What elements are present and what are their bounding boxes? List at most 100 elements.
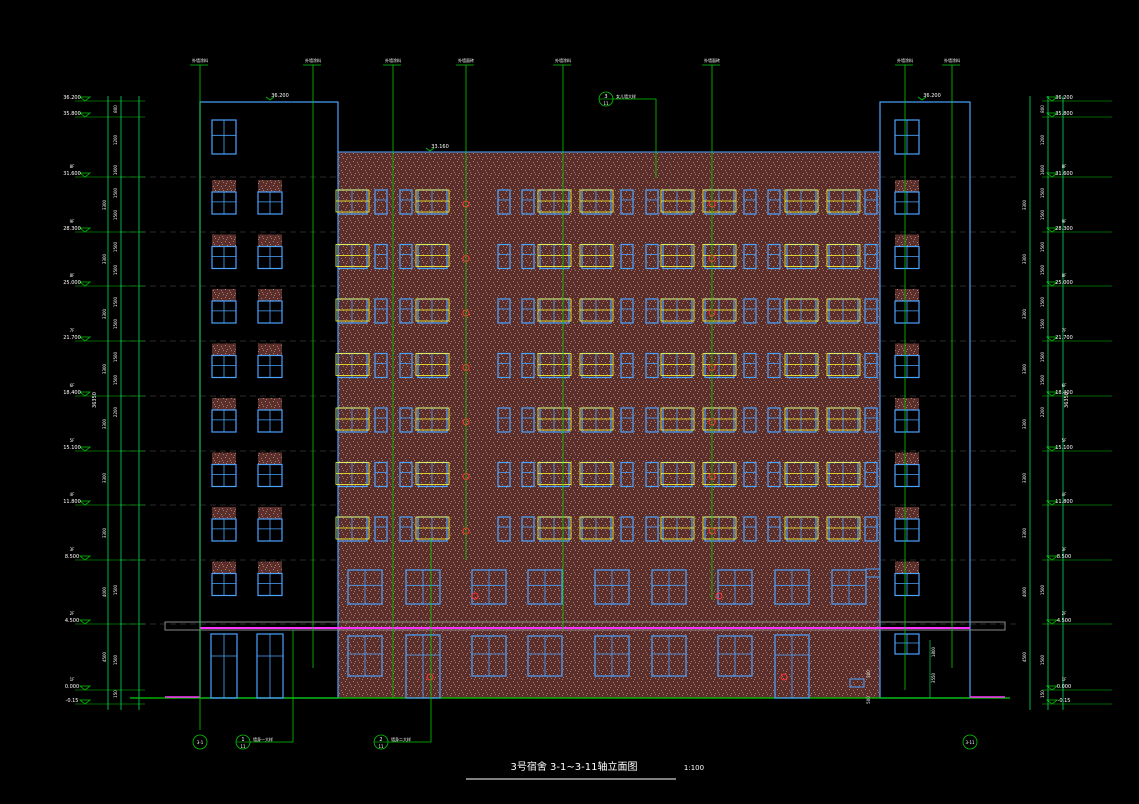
stair-spandrel [258,234,282,247]
left-level-label: 11.800 [63,499,81,505]
stair-spandrel [895,343,919,356]
narrow-window [521,407,535,433]
left-inner-dim: 1500 [113,374,118,385]
left-level-marker [78,281,92,287]
right-floor-label: 5F [1062,438,1068,443]
left-outer-dim: 3300 [102,363,107,374]
material-note: 外墙涂料 [555,57,571,63]
axis-bubble [962,734,978,750]
narrow-window [399,407,413,433]
left-floor-label: 2F [70,611,76,616]
narrow-window [767,352,781,379]
material-note: 外墙面砖 [704,57,720,63]
right-outer-dim: 3300 [1022,199,1027,210]
left-floor-label: 3F [70,547,76,552]
level-marker [425,147,435,152]
narrow-window [620,298,634,324]
right-level-label: 0.000 [1057,684,1071,690]
small-dim: 3550 [931,672,936,683]
left-inner-dim: 1500 [113,296,118,307]
left-level-label: 15.100 [63,445,81,451]
material-note: 外墙涂料 [944,57,960,63]
right-inner-dim: 1500 [1040,209,1045,220]
narrow-window [497,189,511,215]
drawing-title: 3号宿舍 3-1~3-11轴立面图 [511,760,638,773]
narrow-window [864,298,878,324]
narrow-window [864,516,878,542]
narrow-window [767,298,781,324]
stair-spandrel [258,289,282,301]
left-level-marker [78,619,92,625]
left-level-label: 8.500 [65,554,79,560]
left-level-marker [78,227,92,233]
narrow-window [521,461,535,488]
right-level-label: 8.500 [1057,554,1071,560]
left-level-label: 21.700 [63,335,81,341]
narrow-window [521,298,535,324]
ac-unit [849,678,865,688]
detail-callout-sheet: 11 [603,101,609,106]
left-outer-dim: 3300 [102,418,107,429]
narrow-window [864,243,878,270]
narrow-window [645,298,659,324]
stair-spandrel [895,180,919,192]
left-level-label: 4.500 [65,618,79,624]
stair-spandrel [258,398,282,410]
detail-callout-number: 3 [604,94,607,100]
left-inner-dim: 1500 [113,264,118,275]
material-note: 外墙涂料 [385,57,401,63]
right-level-label: 15.100 [1055,445,1073,451]
left-level-marker [78,391,92,397]
right-level-label: 36.200 [1055,95,1073,101]
narrow-window [620,516,634,542]
right-inner-dim: 1200 [1040,134,1045,145]
left-level-label: 18.400 [63,390,81,396]
narrow-window [521,243,535,270]
narrow-window [620,461,634,488]
detail-callout-number: 2 [379,737,382,743]
stair-spandrel [212,507,236,519]
left-floor-label: 6F [70,383,76,388]
narrow-window [374,407,388,433]
right-floor-label: 1F [1062,677,1068,682]
narrow-window [521,516,535,542]
narrow-window [399,189,413,215]
left-inner-dim: 150 [113,690,118,698]
narrow-window [864,189,878,215]
right-level-marker [1045,446,1059,452]
parapet-level-left: 36.200 [271,93,289,99]
stair-spandrel [212,398,236,410]
narrow-window [497,298,511,324]
downpipe-marker [471,592,479,600]
right-level-label: 31.600 [1055,171,1073,177]
right-inner-dim: 1500 [1040,318,1045,329]
detail-callout-sheet: 11 [240,744,246,749]
left-level-marker [78,500,92,506]
stair-spandrel [212,561,236,574]
level-marker [265,96,275,101]
right-floor-label: 6F [1062,383,1068,388]
stair-spandrel [895,507,919,519]
narrow-window [767,407,781,433]
facade-body [337,151,881,699]
left-floor-label: 8F [70,164,76,169]
right-inner-dim: 1500 [1040,654,1045,665]
left-level-marker [78,336,92,342]
left-outer-dim: 3300 [102,527,107,538]
right-level-marker [1045,500,1059,506]
stair-spandrel [212,289,236,301]
left-level-marker [78,172,92,178]
left-floor-label: 7F [70,328,76,333]
roof-level-center: 33.160 [431,144,449,150]
material-note: 外墙面砖 [458,57,474,63]
right-inner-dim: 1500 [1040,584,1045,595]
right-level-label: 21.700 [1055,335,1073,341]
left-inner-dim: 1500 [113,351,118,362]
right-outer-dim: 3300 [1022,253,1027,264]
left-outer-dim: 3300 [102,308,107,319]
narrow-window [620,243,634,270]
left-level-label: 31.600 [63,171,81,177]
left-level-label: 28.300 [63,226,81,232]
detail-callout-note: 墙身一大样 [253,736,273,742]
